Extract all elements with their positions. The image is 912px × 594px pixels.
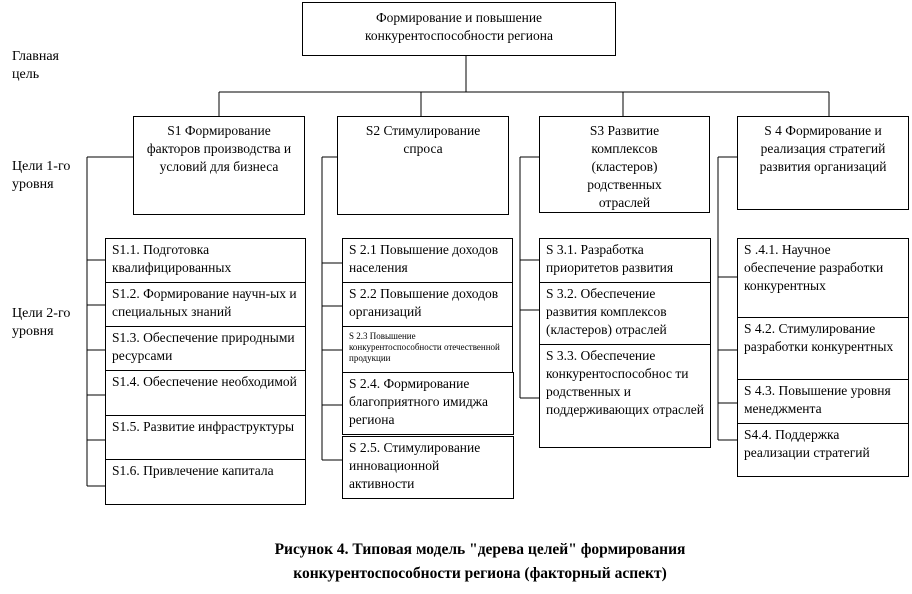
label-level2: Цели 2-го уровня: [12, 306, 71, 339]
goal-s4-3-box: S 4.3. Повышение уровня менеджмента: [737, 379, 909, 424]
root-goal-box: Формирование и повышение конкурентоспосо…: [302, 2, 616, 56]
goal-s1-5-box: S1.5. Развитие инфраструктуры: [105, 415, 306, 460]
goal-s3-2-box: S 3.2. Обеспечение развития комплексов (…: [539, 282, 711, 345]
goal-s2-3-box: S 2.3 Повышение конкурентоспособности от…: [342, 326, 513, 373]
label-main-goal: Главная цель: [12, 49, 59, 82]
goal-s2-box: S2 Стимулирование спроса: [337, 116, 509, 215]
goal-s1-box: S1 Формирование факторов производства и …: [133, 116, 305, 215]
goal-s1-2-box: S1.2. Формирование научн-ых и специальны…: [105, 282, 306, 327]
goal-s2-5-box: S 2.5. Стимулирование инновационной акти…: [342, 436, 514, 499]
goal-s4-4-box: S4.4. Поддержка реализации стратегий: [737, 423, 909, 477]
goal-s3-1-box: S 3.1. Разработка приоритетов развития: [539, 238, 711, 283]
goal-s4-1-box: S .4.1. Научное обеспечение разработки к…: [737, 238, 909, 318]
goal-s1-4-box: S1.4. Обеспечение необходимой: [105, 370, 306, 416]
goal-s4-box: S 4 Формирование и реализация стратегий …: [737, 116, 909, 210]
goal-s1-6-box: S1.6. Привлечение капитала: [105, 459, 306, 505]
goal-s4-2-box: S 4.2. Стимулирование разработки конкуре…: [737, 317, 909, 380]
goal-s2-1-box: S 2.1 Повышение доходов населения: [342, 238, 513, 283]
goal-s3-box: S3 Развитие комплексов (кластеров) родст…: [539, 116, 710, 213]
goal-s3-3-box: S 3.3. Обеспечение конкурентоспособнос т…: [539, 344, 711, 448]
figure-caption-line1: Рисунок 4. Типовая модель "дерева целей"…: [274, 541, 686, 558]
label-level1: Цели 1-го уровня: [12, 159, 71, 192]
figure-caption-line2: конкурентоспособности региона (факторный…: [293, 565, 667, 582]
goal-s2-2-box: S 2.2 Повышение доходов организаций: [342, 282, 513, 327]
goal-s1-1-box: S1.1. Подготовка квалифицированных: [105, 238, 306, 283]
goal-s1-3-box: S1.3. Обеспечение природными ресурсами: [105, 326, 306, 371]
goal-s2-4-box: S 2.4. Формирование благоприятного имидж…: [342, 372, 514, 435]
